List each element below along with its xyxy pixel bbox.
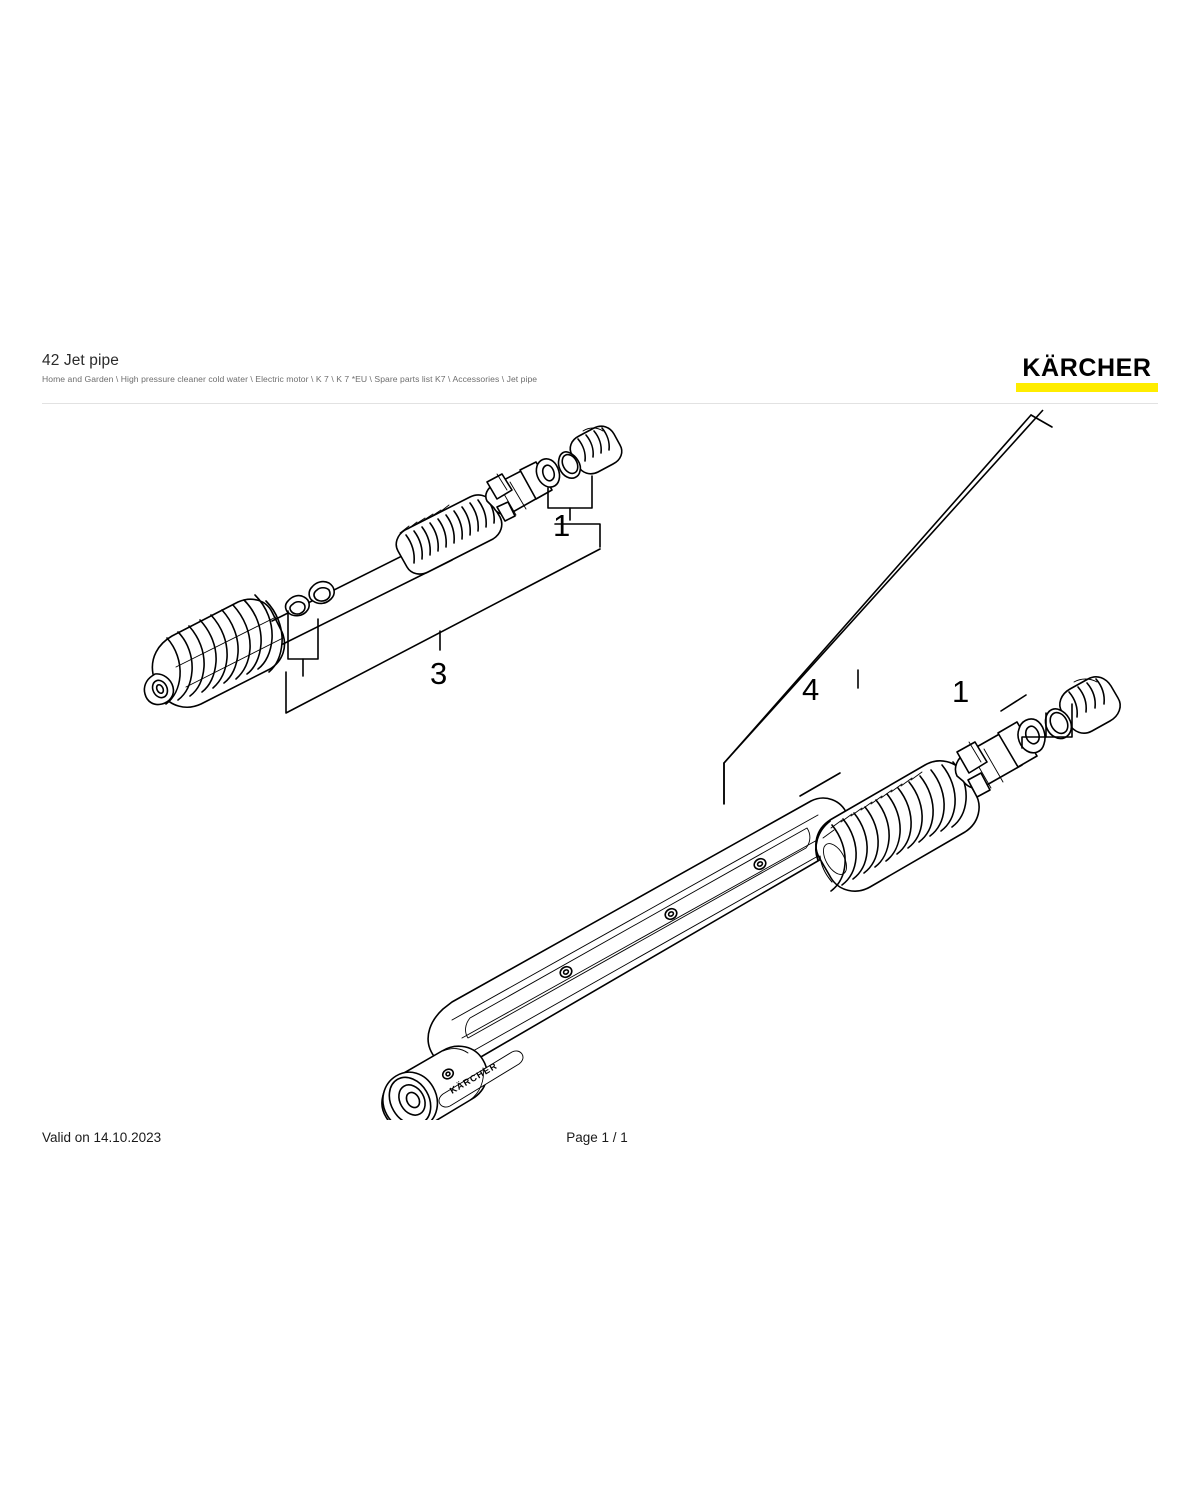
nozzle-insert xyxy=(557,425,623,479)
leader-arm-1-top xyxy=(554,523,601,548)
page-indicator: Page 1 / 1 xyxy=(566,1130,628,1145)
page-header: 42 Jet pipe Home and Garden \ High press… xyxy=(42,352,1158,398)
leader-bracket-3-outer xyxy=(285,548,601,714)
o-ring-seal-bottom xyxy=(1017,718,1046,754)
karcher-yellow-bar xyxy=(1016,383,1158,392)
callout-leaders-top xyxy=(285,475,601,714)
leader-line-1-bottom xyxy=(1000,694,1027,712)
bayonet-coupling-bottom xyxy=(954,721,1038,798)
leader-bracket-1-bottom xyxy=(1021,703,1073,749)
callout-number-4: 4 xyxy=(802,672,819,707)
o-ring-seal xyxy=(535,458,561,488)
lance-barrel xyxy=(427,797,851,1068)
nozzle-head-embossed xyxy=(381,1045,524,1120)
callout-number-1-top: 1 xyxy=(553,508,570,543)
tube-step-detail xyxy=(284,580,335,617)
leader-line-4-inner xyxy=(799,772,841,797)
karcher-logo: KÄRCHER xyxy=(1016,355,1158,392)
bayonet-coupling xyxy=(485,461,553,522)
karcher-wordmark: KÄRCHER xyxy=(1022,354,1152,382)
leader-bracket-3-inner xyxy=(287,610,319,660)
header-divider xyxy=(42,403,1158,404)
callout-leaders-bottom xyxy=(723,409,1073,805)
figure-top-dirt-blaster: 1 3 xyxy=(143,425,623,714)
parts-diagram-svg: 1 3 xyxy=(143,409,1121,1120)
breadcrumb: Home and Garden \ High pressure cleaner … xyxy=(42,374,538,384)
valid-on-date: Valid on 14.10.2023 xyxy=(42,1130,162,1145)
callout-number-1-bottom: 1 xyxy=(952,674,969,709)
figure-bottom-vario-power-jet: KÄRCHER xyxy=(381,409,1121,1120)
nozzle-insert-bottom xyxy=(1044,676,1121,740)
conical-nozzle-head xyxy=(143,594,286,708)
callout-number-3: 3 xyxy=(430,656,447,691)
page-footer: Valid on 14.10.2023 Page 1 / 1 xyxy=(42,1130,1158,1154)
vario-grip-ribbed xyxy=(815,760,980,892)
grip-collar-ribbed xyxy=(395,494,503,575)
page-title: 42 Jet pipe xyxy=(42,352,119,369)
technical-drawing-area: 1 3 xyxy=(0,404,1200,1120)
